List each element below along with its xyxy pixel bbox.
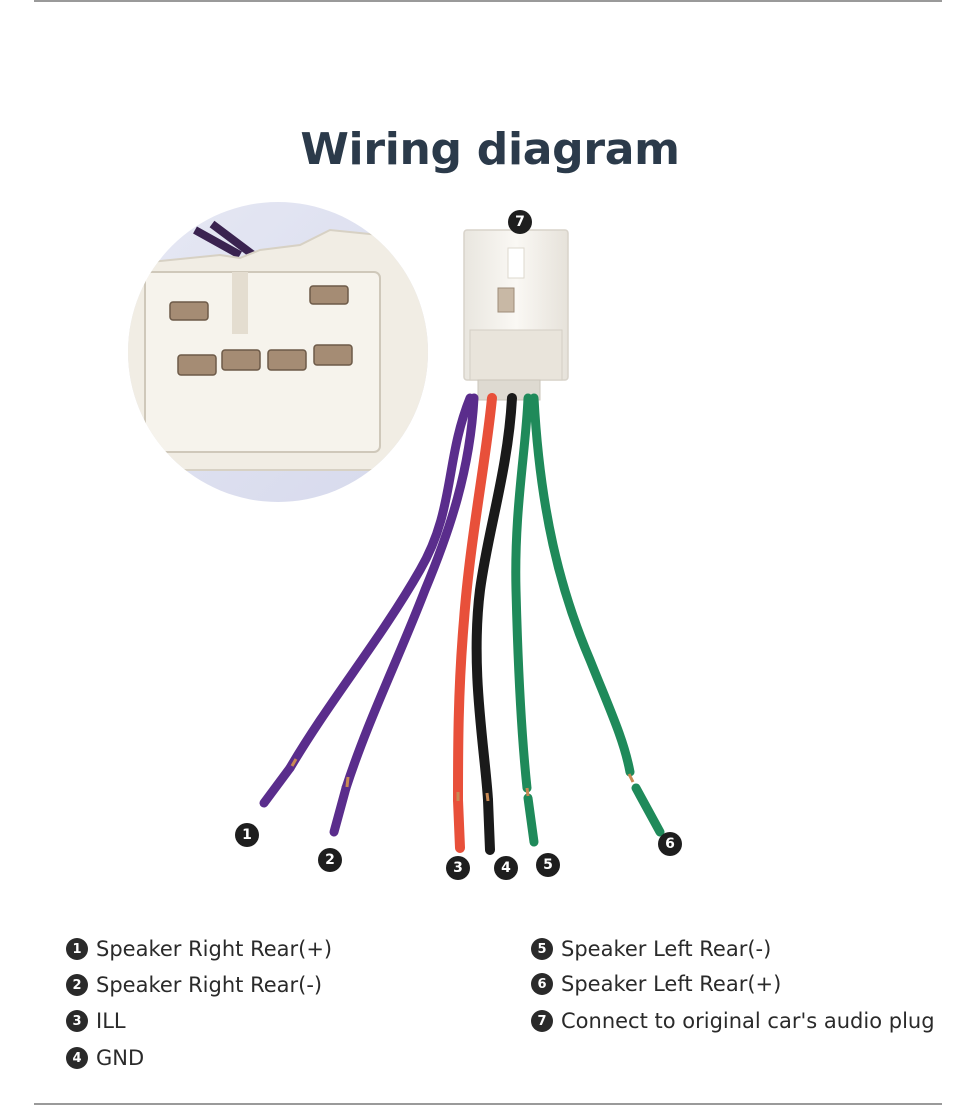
legend-item-5: 5 Speaker Left Rear(-) — [531, 937, 771, 961]
wire-6-green — [529, 393, 665, 837]
legend-number: 7 — [531, 1010, 553, 1032]
wiring-illustration — [128, 202, 665, 855]
legend-text: Speaker Left Rear(-) — [561, 937, 772, 961]
wire-2-purple — [329, 393, 479, 837]
legend-item-3: 3 ILL — [66, 1009, 126, 1033]
legend-text: ILL — [96, 1009, 126, 1033]
legend-item-7: 7 Connect to original car's audio plug — [531, 1009, 935, 1033]
legend-text: Speaker Right Rear(+) — [96, 937, 333, 961]
legend-text: Speaker Right Rear(-) — [96, 973, 323, 997]
legend-item-4: 4 GND — [66, 1046, 144, 1070]
callout-4: 4 — [494, 856, 518, 880]
copper-tips — [290, 758, 635, 802]
legend-text: Connect to original car's audio plug — [561, 1009, 935, 1033]
callout-7: 7 — [508, 210, 532, 234]
wiring-figure — [0, 190, 980, 890]
bottom-rule — [34, 1103, 942, 1105]
legend-number: 5 — [531, 938, 553, 960]
legend-number: 4 — [66, 1047, 88, 1069]
zoom-inset — [128, 202, 428, 502]
callout-3: 3 — [446, 856, 470, 880]
legend-number: 2 — [66, 974, 88, 996]
callout-5: 5 — [536, 853, 560, 877]
wire-5-green — [511, 393, 539, 847]
legend-text: Speaker Left Rear(+) — [561, 972, 782, 996]
callout-2: 2 — [318, 848, 342, 872]
legend-number: 6 — [531, 973, 553, 995]
legend-number: 3 — [66, 1010, 88, 1032]
callout-1: 1 — [235, 823, 259, 847]
wire-1-purple — [259, 393, 475, 808]
wire-4-black — [471, 393, 517, 855]
page-title: Wiring diagram — [300, 124, 680, 175]
legend-text: GND — [96, 1046, 145, 1070]
connector-body — [463, 229, 569, 401]
legend-item-1: 1 Speaker Right Rear(+) — [66, 937, 332, 961]
top-rule — [34, 0, 942, 2]
wire-3-red — [453, 393, 497, 853]
legend-item-6: 6 Speaker Left Rear(+) — [531, 972, 781, 996]
legend-number: 1 — [66, 938, 88, 960]
legend-item-2: 2 Speaker Right Rear(-) — [66, 973, 322, 997]
callout-6: 6 — [658, 832, 682, 856]
